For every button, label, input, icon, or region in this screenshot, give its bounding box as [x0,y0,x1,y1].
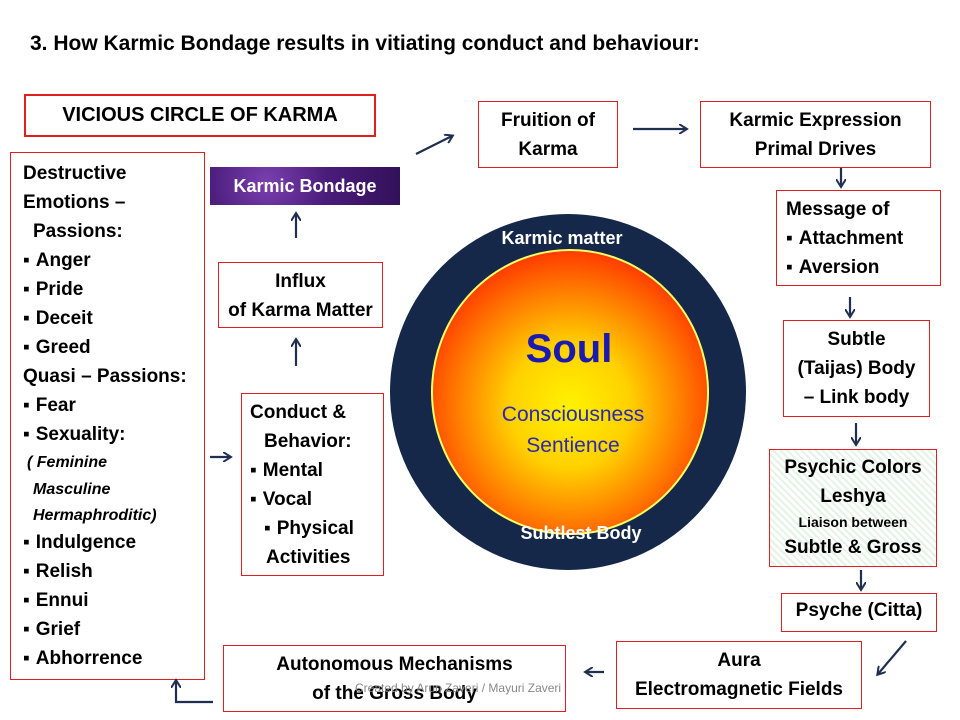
page-title: 3. How Karmic Bondage results in vitiati… [30,32,700,55]
arrow-to-passions [176,681,213,704]
quasi-ennui: Ennui [23,586,204,615]
vicious-circle-label: VICIOUS CIRCLE OF KARMA [24,94,376,137]
autonomous-line-1: Autonomous Mechanisms [276,654,513,675]
quasi-relish: Relish [23,557,204,586]
subtle-line-3: – Link body [803,387,910,408]
subtle-body-box: Subtle (Taijas) Body – Link body [783,320,930,417]
conduct-line-2: Behavior: [264,431,352,452]
fruition-line-2: Karma [518,139,578,160]
quasi-fear: Fear [23,391,204,420]
fruition-box: Fruition of Karma [478,101,618,168]
sex-type-feminine: ( Feminine [27,454,108,471]
quasi-sexuality: Sexuality: [23,420,204,449]
influx-line-2: of Karma Matter [228,300,373,321]
watermark: Created by Arun Zaveri / Mayuri Zaveri [355,681,562,695]
quasi-indulgence: Indulgence [23,528,204,557]
message-attachment: Attachment [786,224,940,253]
psychic-colors-box: Psychic Colors Leshya Liaison between Su… [769,449,937,567]
expression-line-2: Primal Drives [754,139,877,160]
passion-greed: Greed [23,333,204,362]
passions-header-3: Passions: [33,221,123,242]
subtlest-body-label: Subtlest Body [520,523,641,543]
aura-box: Aura Electromagnetic Fields [616,641,862,709]
conduct-vocal: Vocal [250,485,383,514]
subtle-line-1: Subtle [827,329,886,350]
arrow-to-fruition [415,136,452,155]
psychic-line-3: Liaison between [798,514,908,530]
conduct-physical: Physical [250,514,383,543]
karmic-matter-label: Karmic matter [501,228,622,248]
conduct-activities: Activities [266,547,351,568]
psychic-line-1: Psychic Colors [784,457,922,478]
psyche-label: Psyche (Citta) [795,600,923,621]
psychic-line-4: Subtle & Gross [784,537,922,558]
sex-type-hermaphroditic: Hermaphroditic) [33,507,157,524]
autonomous-line-2: of the Gross Body [312,683,477,704]
message-aversion: Aversion [786,253,940,282]
karmic-bondage-box: Karmic Bondage [210,167,400,205]
influx-line-1: Influx [275,271,326,292]
autonomous-box: Autonomous Mechanisms of the Gross Body [223,645,566,712]
psychic-line-2: Leshya [820,486,886,507]
consciousness-label: Consciousness [502,403,644,426]
aura-line-1: Aura [717,650,761,671]
conduct-line-1: Conduct & [250,402,347,423]
soul-label: Soul [526,327,613,371]
fruition-line-1: Fruition of [501,110,595,131]
expression-line-1: Karmic Expression [729,110,902,131]
message-box: Message of Attachment Aversion [776,190,941,286]
inner-soul-circle [431,249,709,535]
karmic-expression-box: Karmic Expression Primal Drives [700,101,931,168]
passion-pride: Pride [23,275,204,304]
aura-line-2: Electromagnetic Fields [634,679,843,700]
quasi-abhorrence: Abhorrence [23,644,204,673]
passions-box: Destructive Emotions – Passions: Anger P… [10,152,205,680]
conduct-box: Conduct & Behavior: Mental Vocal Physica… [241,393,384,576]
passions-header-1: Destructive [23,163,127,184]
message-line-1: Message of [786,199,890,220]
quasi-passions-heading: Quasi – Passions: [23,366,187,387]
passions-header-2: Emotions – [23,192,126,213]
sex-type-masculine: Masculine [33,481,111,498]
passion-deceit: Deceit [23,304,204,333]
soul-diagram: Karmic matter Subtlest Body Soul Conscio… [390,214,746,570]
subtle-line-2: (Taijas) Body [797,358,916,379]
influx-box: Influx of Karma Matter [218,262,383,328]
psyche-box: Psyche (Citta) [781,593,937,632]
sentience-label: Sentience [526,434,619,457]
arrow-to-aura [878,640,907,674]
passion-anger: Anger [23,246,204,275]
quasi-grief: Grief [23,615,204,644]
conduct-mental: Mental [250,456,383,485]
